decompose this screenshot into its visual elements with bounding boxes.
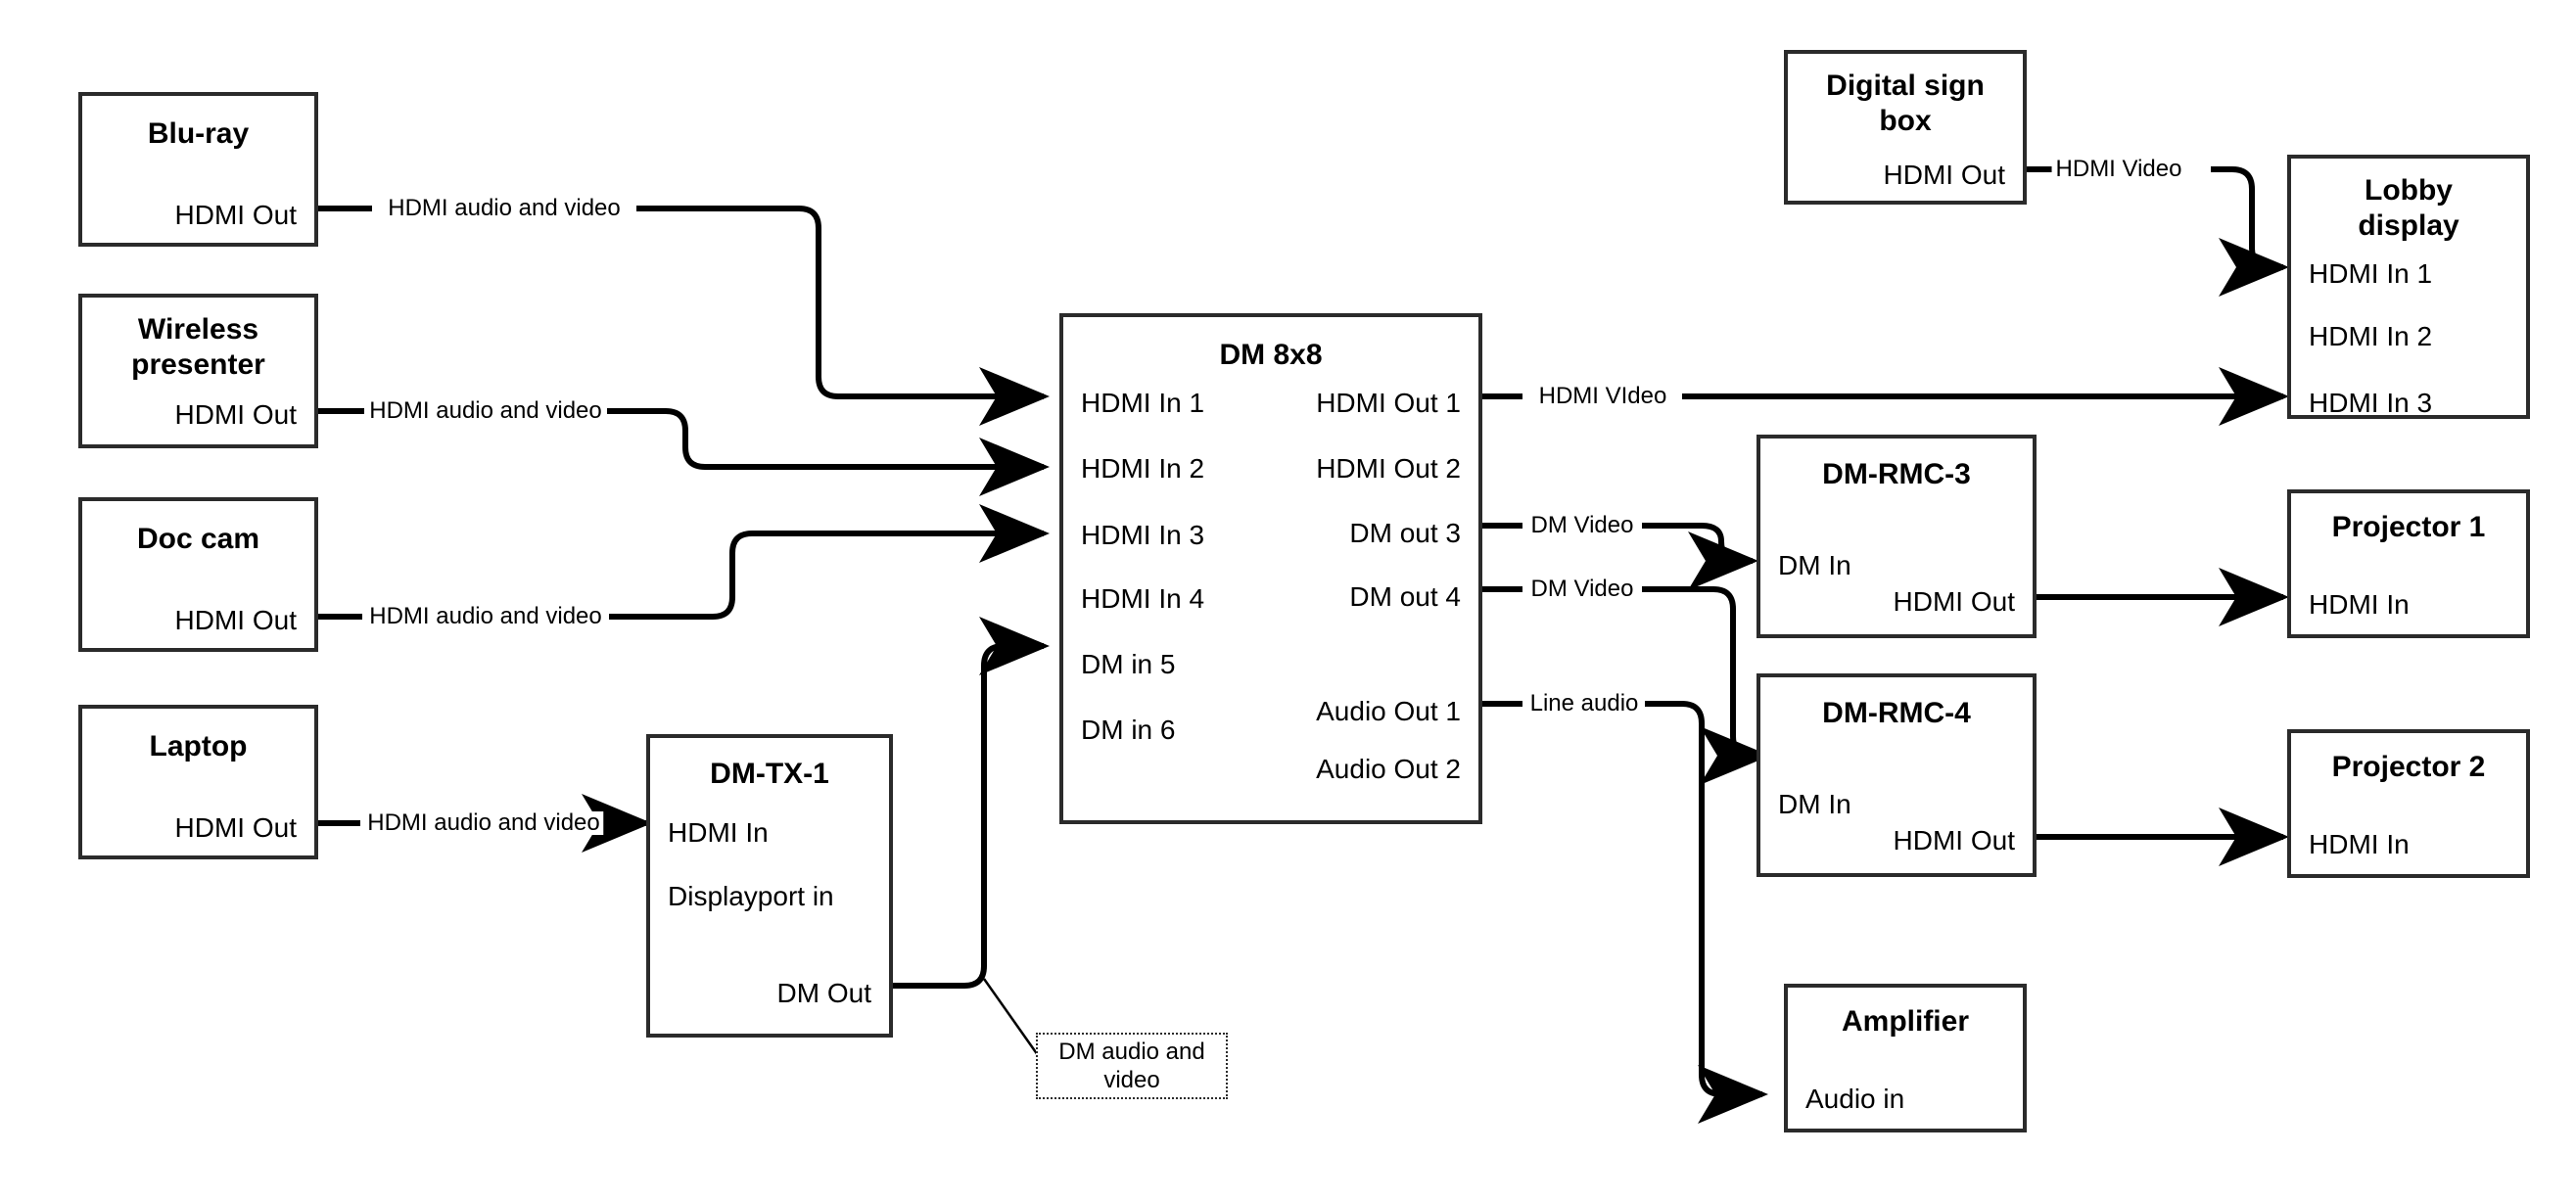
node-projector-1[interactable]: Projector 1 HDMI In: [2287, 489, 2530, 638]
port-dm-rmc-3-hdmi-out: HDMI Out: [1893, 586, 2015, 617]
wire-dmout3-to-rmc3-b: [1642, 523, 1758, 590]
port-dm-tx-1-hdmi-in: HDMI In: [668, 817, 769, 848]
node-projector-2[interactable]: Projector 2 HDMI In: [2287, 729, 2530, 878]
port-dm-8x8-audio-out-1: Audio Out 1: [1316, 696, 1461, 726]
edge-label-dm-hdmi-video: HDMI VIdeo: [1534, 385, 1671, 408]
callout-leader: [982, 978, 1040, 1056]
node-dm-rmc-3[interactable]: DM-RMC-3 DM In HDMI Out: [1756, 435, 2037, 638]
port-dm-8x8-hdmi-out-1: HDMI Out 1: [1316, 388, 1461, 418]
port-projector-1-hdmi-in: HDMI In: [2309, 589, 2410, 620]
port-dm-8x8-audio-out-2: Audio Out 2: [1316, 754, 1461, 784]
port-dm-8x8-hdmi-in-4: HDMI In 4: [1081, 583, 1205, 614]
node-digital-sign-box-title-line1: Digital sign: [1826, 69, 1985, 102]
callout-dm-audio-and-video: DM audio and video: [1036, 1033, 1228, 1099]
node-dm-tx-1[interactable]: DM-TX-1 HDMI In Displayport in DM Out: [646, 734, 893, 1038]
node-blu-ray[interactable]: Blu-ray HDMI Out: [78, 92, 318, 247]
node-digital-sign-box-title-line2: box: [1879, 105, 1932, 137]
node-dm-rmc-4[interactable]: DM-RMC-4 DM In HDMI Out: [1756, 673, 2037, 877]
port-dm-8x8-hdmi-in-3: HDMI In 3: [1081, 520, 1205, 550]
node-doc-cam[interactable]: Doc cam HDMI Out: [78, 497, 318, 652]
node-lobby-display-title-line1: Lobby: [2365, 174, 2453, 207]
port-dm-8x8-hdmi-in-1: HDMI In 1: [1081, 388, 1205, 418]
port-blu-ray-hdmi-out: HDMI Out: [174, 200, 297, 230]
node-wireless-presenter-title-line1: Wireless: [137, 313, 259, 346]
port-doc-cam-hdmi-out: HDMI Out: [174, 605, 297, 635]
port-wireless-presenter-hdmi-out: HDMI Out: [174, 399, 297, 430]
node-dm-8x8-title: DM 8x8: [1219, 339, 1323, 371]
port-dm-8x8-dm-out-4: DM out 4: [1349, 581, 1461, 612]
port-projector-2-hdmi-in: HDMI In: [2309, 829, 2410, 859]
edge-label-wireless: HDMI audio and video: [365, 399, 606, 423]
port-dm-8x8-dm-in-6: DM in 6: [1081, 715, 1176, 745]
wire-audio1-to-amp-b: [1645, 701, 1768, 1124]
node-dm-rmc-4-title: DM-RMC-4: [1822, 697, 1971, 729]
node-dm-rmc-3-title: DM-RMC-3: [1822, 458, 1971, 490]
port-dm-rmc-3-dm-in: DM In: [1778, 550, 1851, 580]
port-dm-rmc-4-dm-in: DM In: [1778, 789, 1851, 819]
node-laptop[interactable]: Laptop HDMI Out: [78, 705, 318, 859]
node-amplifier[interactable]: Amplifier Audio in: [1784, 984, 2027, 1132]
node-amplifier-title: Amplifier: [1841, 1005, 1970, 1038]
callout-line2: video: [1103, 1067, 1160, 1093]
node-doc-cam-title: Doc cam: [136, 523, 260, 555]
wire-wireless-to-dm-in2-b: [607, 408, 1050, 496]
port-lobby-display-hdmi-in-2: HDMI In 2: [2309, 321, 2433, 351]
wire-doccam-to-dm-in3-b: [609, 504, 1050, 620]
wire-sign-to-lobby-in1-b: [2211, 166, 2289, 297]
node-blu-ray-title: Blu-ray: [147, 117, 250, 150]
edge-label-dm-video-3: DM Video: [1526, 514, 1638, 537]
node-wireless-presenter-title-line2: presenter: [131, 348, 265, 381]
edge-label-bluray: HDMI audio and video: [384, 197, 625, 220]
node-digital-sign-box[interactable]: Digital sign box HDMI Out: [1784, 50, 2027, 205]
wire-tx-to-dm-in5: [893, 617, 1050, 989]
callout-line1: DM audio and: [1058, 1038, 1205, 1065]
port-dm-8x8-hdmi-in-2: HDMI In 2: [1081, 453, 1205, 484]
node-wireless-presenter[interactable]: Wireless presenter HDMI Out: [78, 294, 318, 448]
port-laptop-hdmi-out: HDMI Out: [174, 812, 297, 843]
port-dm-8x8-hdmi-out-2: HDMI Out 2: [1316, 453, 1461, 484]
port-dm-tx-1-displayport-in: Displayport in: [668, 881, 834, 911]
edge-label-dm-video-4: DM Video: [1526, 577, 1638, 601]
port-dm-8x8-dm-out-3: DM out 3: [1349, 518, 1461, 548]
wire-bluray-to-dm-in1-b: [636, 206, 1050, 426]
port-dm-rmc-4-hdmi-out: HDMI Out: [1893, 825, 2015, 855]
edge-label-line-audio: Line audio: [1525, 692, 1643, 716]
port-lobby-display-hdmi-in-3: HDMI In 3: [2309, 388, 2433, 418]
edge-label-laptop: HDMI audio and video: [363, 811, 604, 835]
port-amplifier-audio-in: Audio in: [1805, 1084, 1905, 1114]
node-lobby-display-title-line2: display: [2358, 209, 2459, 242]
node-lobby-display[interactable]: Lobby display HDMI In 1 HDMI In 2 HDMI I…: [2287, 155, 2530, 419]
node-laptop-title: Laptop: [149, 730, 248, 762]
port-digital-sign-box-hdmi-out: HDMI Out: [1883, 160, 2005, 190]
node-dm-8x8[interactable]: DM 8x8 HDMI In 1 HDMI In 2 HDMI In 3 HDM…: [1059, 313, 1482, 824]
node-projector-2-title: Projector 2: [2331, 751, 2486, 783]
wire-dmout4-to-rmc4-b: [1642, 586, 1770, 785]
port-lobby-display-hdmi-in-1: HDMI In 1: [2309, 258, 2433, 289]
edge-label-sign-hdmi-video: HDMI Video: [2051, 158, 2186, 181]
node-projector-1-title: Projector 1: [2331, 511, 2486, 543]
port-dm-tx-1-dm-out: DM Out: [776, 978, 871, 1008]
edge-label-doccam: HDMI audio and video: [365, 605, 606, 628]
port-dm-8x8-dm-in-5: DM in 5: [1081, 649, 1176, 679]
node-dm-tx-1-title: DM-TX-1: [710, 758, 829, 790]
